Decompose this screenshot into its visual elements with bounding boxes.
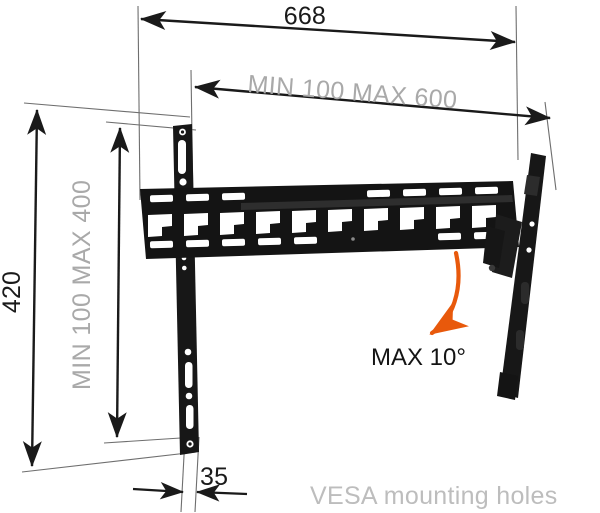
dimension-lines (22, 11, 552, 502)
dimension-labels: 668 MIN 100 MAX 600 420 MIN 100 MAX 400 … (0, 2, 558, 510)
right-tilt-arm (497, 153, 546, 400)
tilt-pivot-connector (483, 214, 522, 278)
label-vesa-width-range: MIN 100 MAX 600 (247, 70, 459, 114)
label-overall-width: 668 (283, 2, 326, 31)
dimension-line-depth-right (196, 484, 248, 502)
dimension-line-420 (22, 108, 47, 468)
horizontal-bracket-bar (140, 181, 519, 259)
label-vesa-caption: VESA mounting holes (310, 482, 558, 510)
extension-line-bottom-420 (21, 451, 197, 473)
label-overall-height: 420 (0, 271, 26, 313)
dimension-line-depth-left (132, 481, 184, 500)
tilt-arrow-orange (429, 250, 469, 336)
left-vertical-rail (173, 124, 199, 455)
label-depth: 35 (200, 463, 228, 491)
dimension-line-vesa-height (107, 126, 130, 439)
wall-mount-product (140, 124, 546, 455)
label-vesa-height-range: MIN 100 MAX 400 (68, 180, 96, 390)
extension-line-right-vesa-w (544, 101, 557, 191)
label-tilt-angle: MAX 10° (371, 344, 466, 371)
bracket-top-slots (149, 186, 499, 203)
dimension-line-668 (139, 11, 517, 50)
dimension-line-vesa-width (193, 79, 552, 126)
extension-lines (21, 5, 557, 513)
extension-line-left-668 (137, 5, 141, 201)
bracket-hook-cutouts (148, 205, 496, 237)
extension-line-top-420 (23, 102, 191, 118)
extension-line-right-668 (515, 5, 519, 161)
